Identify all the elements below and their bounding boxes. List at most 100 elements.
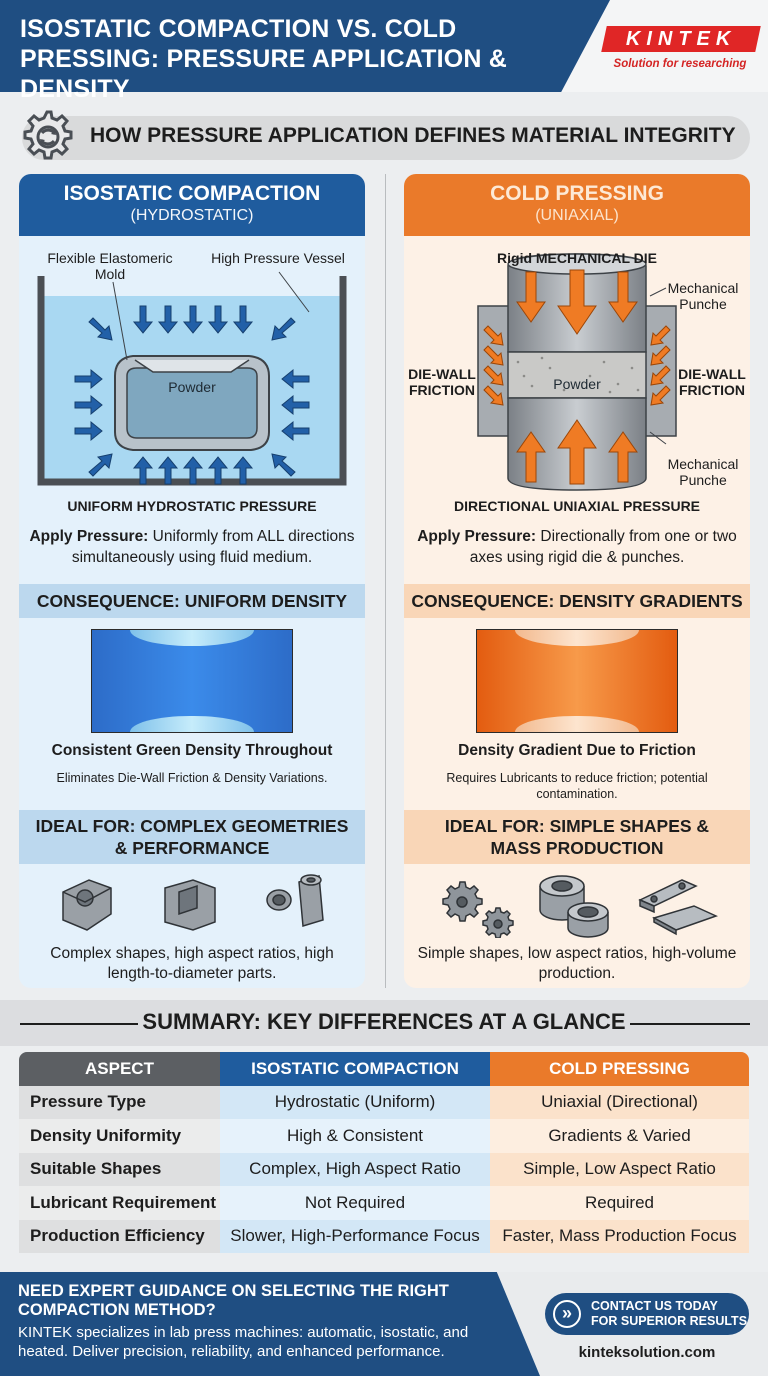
header: ISOSTATIC COMPACTION VS. COLD PRESSING: …	[0, 0, 768, 103]
cold-pressing-panel: COLD PRESSING (UNIAXIAL)	[404, 174, 750, 988]
footer-description: KINTEK specializes in lab press machines…	[18, 1324, 469, 1360]
cta-label: CONTACT US TODAY FOR SUPERIOR RESULTS	[591, 1299, 747, 1329]
die-press-diagram	[477, 253, 677, 491]
header-aspect: ASPECT	[19, 1052, 220, 1086]
simple-parts-icons	[442, 875, 719, 938]
summary-table: ASPECT ISOSTATIC COMPACTION COLD PRESSIN…	[19, 1052, 749, 1253]
isostatic-pressure-caption: UNIFORM HYDROSTATIC PRESSURE	[67, 498, 317, 514]
cold-pressing-consequence-title: Density Gradient Due to Friction	[458, 742, 696, 759]
row-isostatic: Complex, High Aspect Ratio	[220, 1152, 490, 1186]
block-bottom-face	[515, 716, 639, 732]
row-aspect: Suitable Shapes	[19, 1152, 220, 1186]
section-title: HOW PRESSURE APPLICATION DEFINES MATERIA…	[90, 124, 736, 147]
isostatic-consequence-title: Consistent Green Density Throughout	[51, 742, 333, 759]
row-cold-pressing: Uniaxial (Directional)	[490, 1085, 749, 1119]
powder-label: Powder	[168, 379, 216, 395]
apply-description: Uniformly from ALL directions simultaneo…	[71, 528, 355, 566]
cold-pressing-apply-text: Apply Pressure: Directionally from one o…	[414, 526, 740, 568]
row-cold-pressing: Simple, Low Aspect Ratio	[490, 1152, 749, 1186]
kintek-logo[interactable]: KINTEK	[601, 26, 761, 52]
row-aspect: Lubricant Requirement	[19, 1186, 220, 1220]
table-row: Suitable Shapes Complex, High Aspect Rat…	[19, 1152, 749, 1186]
header-band	[0, 0, 610, 92]
isostatic-consequence: CONSEQUENCE: UNIFORM DENSITY	[19, 584, 365, 618]
plate-icon	[638, 879, 719, 936]
footer-question: NEED EXPERT GUIDANCE ON SELECTING THE RI…	[18, 1282, 449, 1319]
row-isostatic: Not Required	[220, 1186, 490, 1220]
powder-label: Powder	[553, 376, 601, 392]
logo-tagline: Solution for researching	[613, 58, 747, 70]
row-aspect: Density Uniformity	[19, 1119, 220, 1153]
logo-text: KINTEK	[625, 27, 737, 50]
punch-bottom-label: Mechanical Punche	[667, 456, 739, 488]
friction-left-label: DIE-WALL FRICTION	[408, 366, 476, 398]
website-link[interactable]: kinteksolution.com	[578, 1344, 716, 1361]
friction-right-label: DIE-WALL FRICTION	[678, 366, 746, 398]
vessel-label: High Pressure Vessel	[211, 250, 345, 266]
table-row: Density Uniformity High & Consistent Gra…	[19, 1119, 749, 1153]
isostatic-consequence-desc: Eliminates Die-Wall Friction & Density V…	[56, 771, 328, 785]
isostatic-bottom-desc: Complex shapes, high aspect ratios, high…	[50, 945, 334, 982]
row-cold-pressing: Required	[490, 1186, 749, 1220]
isostatic-apply-text: Apply Pressure: Uniformly from ALL direc…	[29, 526, 355, 568]
ideal-line-1: IDEAL FOR: COMPLEX GEOMETRIES	[35, 816, 349, 836]
panel-divider	[385, 174, 386, 988]
footer: NEED EXPERT GUIDANCE ON SELECTING THE RI…	[0, 1272, 768, 1376]
pressure-vessel-diagram	[37, 271, 347, 486]
table-row: Pressure Type Hydrostatic (Uniform) Unia…	[19, 1085, 749, 1119]
summary-rule-right	[630, 1023, 750, 1025]
punch-top-label: Mechanical Punche	[667, 280, 739, 312]
apply-description: Directionally from one or two axes using…	[469, 528, 737, 566]
table-row: Production Efficiency Slower, High-Perfo…	[19, 1219, 749, 1253]
cold-pressing-title: COLD PRESSING	[490, 182, 664, 205]
footer-band	[0, 1272, 540, 1376]
row-isostatic: High & Consistent	[220, 1119, 490, 1153]
gear-icon	[23, 110, 73, 160]
gears-icon	[442, 881, 514, 938]
summary-rule-left	[20, 1023, 138, 1025]
apply-label: Apply Pressure:	[29, 528, 149, 545]
table-header-row: ASPECT ISOSTATIC COMPACTION COLD PRESSIN…	[19, 1052, 749, 1086]
chevron-right-icon: »	[553, 1300, 581, 1328]
isostatic-diagram: Flexible Elastomeric Mold High Pressure …	[19, 236, 365, 536]
cold-pressing-subtitle: (UNIAXIAL)	[535, 207, 619, 224]
section-title-bar	[22, 116, 750, 160]
header-isostatic: ISOSTATIC COMPACTION	[220, 1052, 490, 1086]
cold-pressing-header: COLD PRESSING (UNIAXIAL)	[404, 174, 750, 236]
cta-line-2: FOR SUPERIOR RESULTS	[591, 1314, 748, 1328]
isostatic-subtitle: (HYDROSTATIC)	[130, 207, 254, 224]
cold-pressing-consequence-desc: Requires Lubricants to reduce friction; …	[446, 771, 708, 801]
cold-pressing-diagram: Rigid MECHANICAL DIE Mechanical Punche M…	[404, 236, 750, 536]
row-cold-pressing: Gradients & Varied	[490, 1119, 749, 1153]
isostatic-ideal-for: IDEAL FOR: COMPLEX GEOMETRIES & PERFORMA…	[19, 810, 365, 864]
isostatic-panel: ISOSTATIC COMPACTION (HYDROSTATIC)	[19, 174, 365, 988]
ideal-line-2: MASS PRODUCTION	[490, 838, 664, 858]
block-bottom-face	[130, 716, 254, 732]
block-top-face	[130, 630, 254, 646]
cold-pressing-bottom-desc: Simple shapes, low aspect ratios, high-v…	[417, 945, 737, 982]
summary-title: SUMMARY: KEY DIFFERENCES AT A GLANCE	[142, 1009, 626, 1034]
mold-label: Flexible Elastomeric Mold	[47, 250, 173, 282]
bushing-icon	[539, 875, 609, 938]
block-top-face	[515, 630, 639, 646]
complex-parts-icons	[62, 874, 324, 931]
ideal-line-1: IDEAL FOR: SIMPLE SHAPES &	[444, 816, 710, 836]
ideal-line-2: & PERFORMANCE	[114, 838, 270, 858]
row-cold-pressing: Faster, Mass Production Focus	[490, 1219, 749, 1253]
table-row: Lubricant Requirement Not Required Requi…	[19, 1186, 749, 1220]
header-cold-pressing: COLD PRESSING	[490, 1052, 749, 1086]
contact-us-button[interactable]: » CONTACT US TODAY FOR SUPERIOR RESULTS	[545, 1293, 749, 1335]
apply-label: Apply Pressure:	[417, 528, 537, 545]
page-title: ISOSTATIC COMPACTION VS. COLD PRESSING: …	[20, 15, 508, 103]
isostatic-header: ISOSTATIC COMPACTION (HYDROSTATIC)	[19, 174, 365, 236]
cold-pressing-consequence: CONSEQUENCE: DENSITY GRADIENTS	[404, 584, 750, 618]
cta-line-1: CONTACT US TODAY	[591, 1299, 718, 1313]
die-label: Rigid MECHANICAL DIE	[497, 250, 657, 266]
row-isostatic: Hydrostatic (Uniform)	[220, 1085, 490, 1119]
cold-pressing-ideal-for: IDEAL FOR: SIMPLE SHAPES & MASS PRODUCTI…	[404, 810, 750, 864]
row-aspect: Production Efficiency	[19, 1219, 220, 1253]
row-isostatic: Slower, High-Performance Focus	[220, 1219, 490, 1253]
cold-pressing-pressure-caption: DIRECTIONAL UNIAXIAL PRESSURE	[453, 498, 701, 514]
density-gradient-block	[476, 629, 678, 733]
row-aspect: Pressure Type	[19, 1085, 220, 1119]
